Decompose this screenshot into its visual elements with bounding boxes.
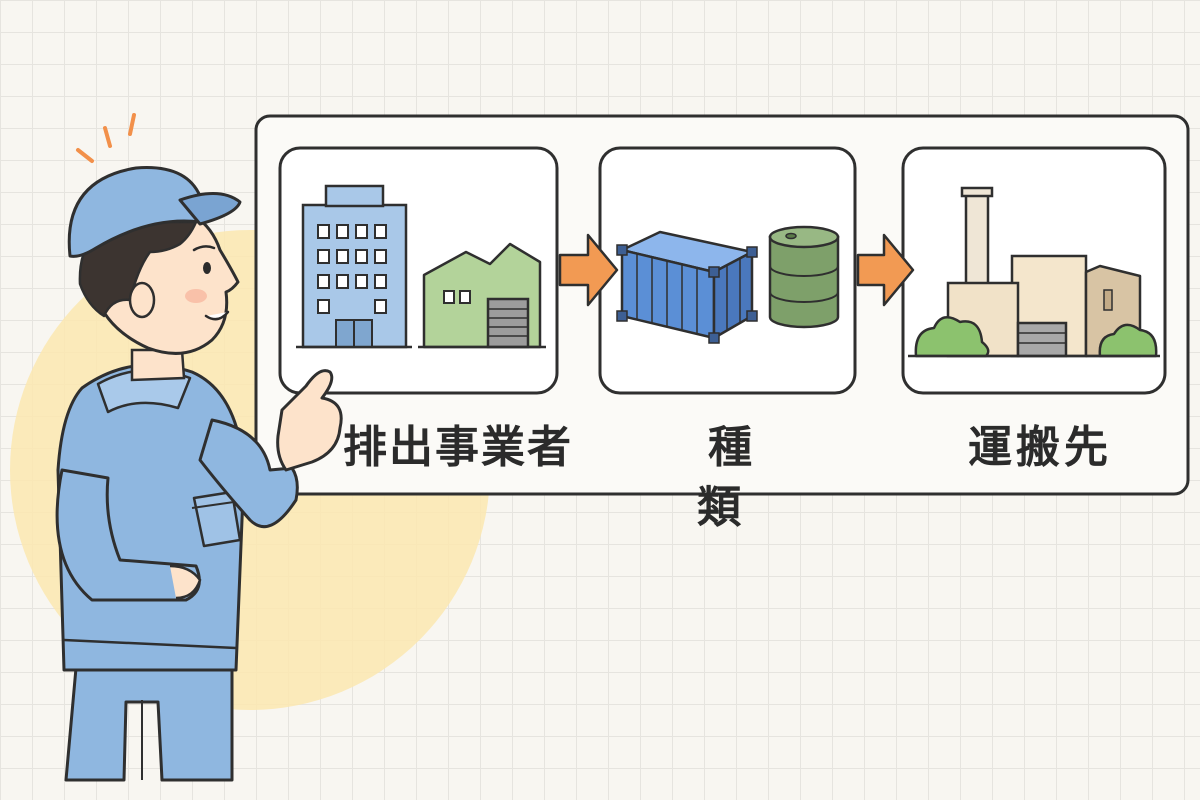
cargo-container-icon bbox=[616, 230, 758, 344]
right-arrow-icon bbox=[558, 233, 619, 307]
oil-drum-icon bbox=[768, 225, 840, 329]
treatment-plant-icon bbox=[908, 186, 1160, 358]
worker-pointing-icon bbox=[55, 113, 343, 782]
right-arrow-icon bbox=[856, 233, 915, 307]
step-label-discharger: 排出事業者 bbox=[343, 422, 573, 473]
warehouse-icon bbox=[418, 242, 546, 349]
office-building-icon bbox=[296, 184, 412, 349]
step-label-destination: 運搬先 bbox=[968, 422, 1112, 473]
step-label-type: 種 類 bbox=[697, 422, 774, 533]
